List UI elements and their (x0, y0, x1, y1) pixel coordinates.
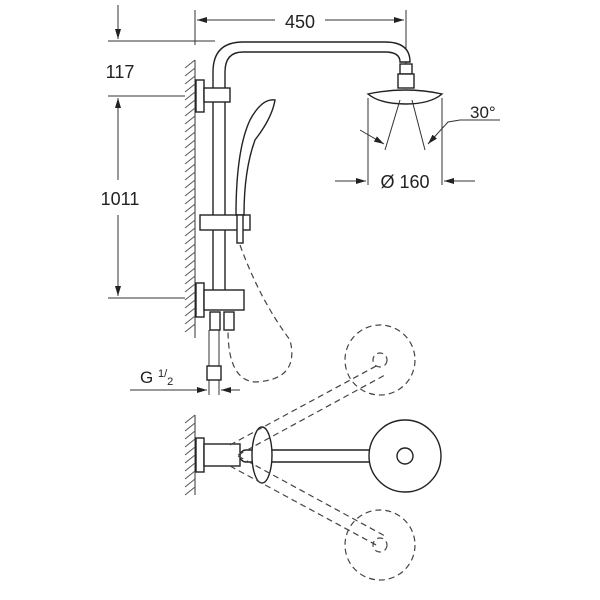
hand-shower (227, 99, 293, 383)
shower-head: 30° Ø 160 (335, 73, 500, 192)
wall-hatch-line (184, 75, 196, 85)
wall-hatch-line (184, 438, 196, 448)
wall-hatch-line (184, 163, 196, 173)
wall-hatch-line (184, 291, 196, 301)
wall-elevation (184, 59, 196, 338)
arm-length-label: 450 (285, 12, 315, 32)
wall-hatch-line (184, 203, 196, 213)
wall-hatch-line (184, 155, 196, 165)
wall-hatch-line (184, 59, 196, 69)
wall-hatch-line (184, 430, 196, 440)
wall-hatch-line (184, 267, 196, 277)
wall-hatch-line (184, 422, 196, 432)
wall-hatch-line (184, 462, 196, 472)
wall-hatch-line (184, 446, 196, 456)
wall-hatch-line (184, 486, 196, 496)
wall-hatch-line (184, 454, 196, 464)
wall-hatch-line (184, 83, 196, 93)
wall-hatch-line (184, 414, 196, 424)
wall-hatch-line (184, 91, 196, 101)
wall-hatch-line (184, 115, 196, 125)
spray-angle-label: 30° (470, 103, 496, 122)
dimension-heights: 117 1011 (101, 5, 215, 299)
wall-hatch-line (184, 195, 196, 205)
wall-hatch-line (184, 307, 196, 317)
dimension-arm-length: 450 (194, 10, 407, 65)
wall-hatch-line (184, 123, 196, 133)
wall-hatch-line (184, 147, 196, 157)
wall-hatch-line (184, 299, 196, 309)
wall-hatch-line (184, 275, 196, 285)
head-diameter-label: Ø 160 (380, 172, 429, 192)
wall-hatch-line (184, 219, 196, 229)
top-offset-label: 117 (106, 62, 135, 82)
wall-hatch-line (184, 67, 196, 77)
wall-hatch-line (184, 171, 196, 181)
wall-hatch-line (184, 259, 196, 269)
wall-hatch-line (184, 315, 196, 325)
plan-view (184, 324, 442, 581)
wall-hatch-line (184, 211, 196, 221)
wall-hatch-line (184, 227, 196, 237)
wall-hatch-line (184, 323, 196, 333)
wall-hatch-line (184, 107, 196, 117)
wall-hatch-line (184, 470, 196, 480)
connection-thread-label: G 1/2 (140, 368, 173, 388)
wall-hatch-line (184, 139, 196, 149)
rail-height-label: 1011 (101, 189, 140, 209)
wall-hatch-line (184, 187, 196, 197)
wall-hatch-line (184, 283, 196, 293)
wall-hatch-line (184, 478, 196, 488)
wall-hatch-line (184, 131, 196, 141)
wall-hatch-line (184, 243, 196, 253)
wall-hatch-line (184, 235, 196, 245)
wall-hatch-line (184, 99, 196, 109)
wall-hatch-line (184, 179, 196, 189)
wall-hatch-line (184, 251, 196, 261)
inlet-connection: G 1/2 (130, 311, 240, 395)
